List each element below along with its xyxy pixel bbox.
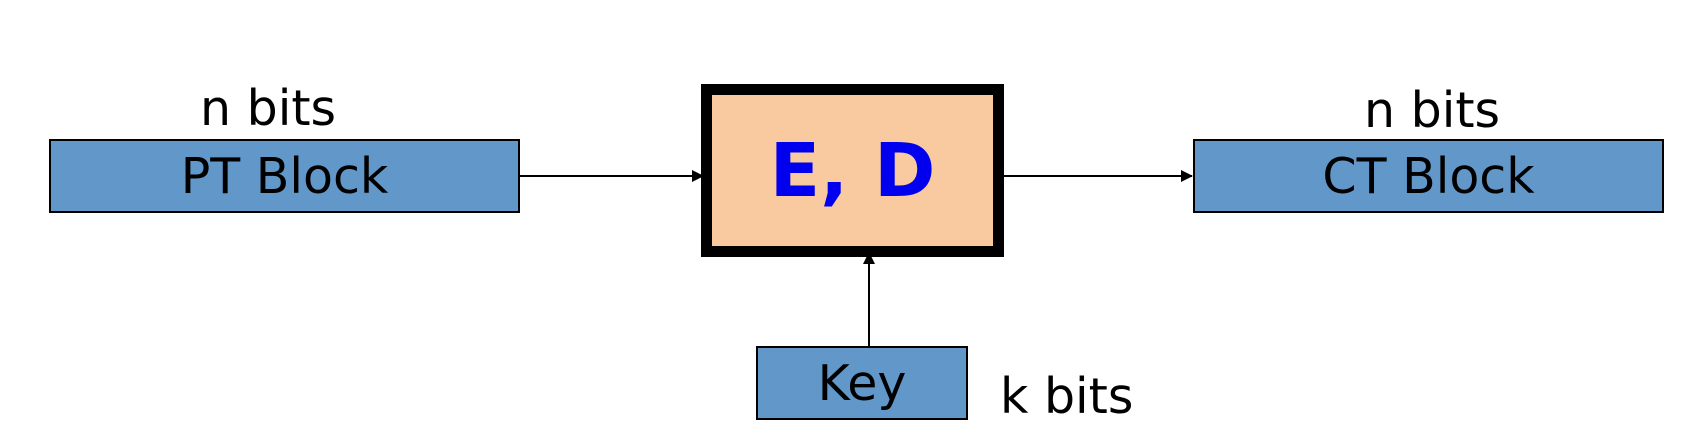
cipher-box: E, D <box>701 84 1004 257</box>
plaintext-block: PT Block <box>49 139 520 213</box>
ciphertext-block-label: CT Block <box>1322 147 1535 205</box>
key-size-label: k bits <box>1000 368 1134 425</box>
ciphertext-block: CT Block <box>1193 139 1664 213</box>
key-block-label: Key <box>817 354 907 412</box>
plaintext-block-label: PT Block <box>180 147 389 205</box>
key-block: Key <box>756 346 968 420</box>
cipher-label: E, D <box>769 127 936 214</box>
plaintext-size-label: n bits <box>200 80 337 137</box>
ciphertext-size-label: n bits <box>1364 82 1501 139</box>
